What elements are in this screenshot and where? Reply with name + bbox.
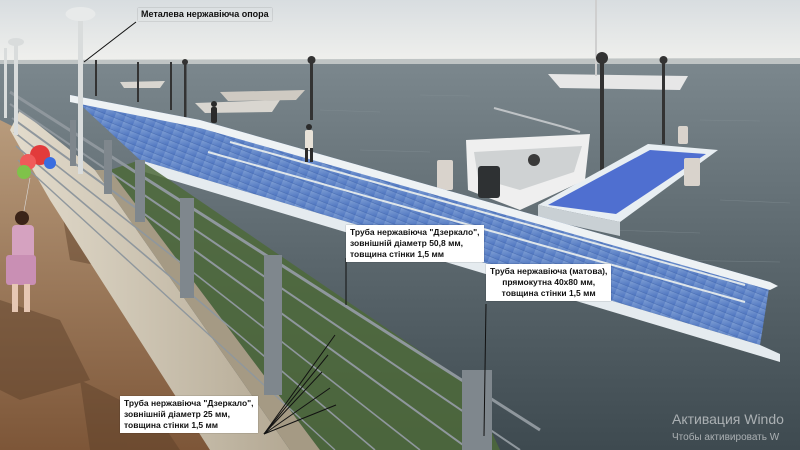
sky	[0, 0, 800, 65]
railing-posts	[70, 120, 492, 450]
child-with-balloons	[6, 145, 56, 312]
activation-watermark-title: Активация Windo	[672, 411, 784, 427]
callout-leader-lines	[83, 21, 487, 437]
mirror50-line3: товщина стінки 1,5 мм	[350, 249, 445, 259]
matte-pipe-callout: Труба нержавіюча (матова), прямокутна 40…	[486, 264, 612, 301]
matte-line3: товщина стінки 1,5 мм	[501, 288, 596, 298]
matte-line2: прямокутна 40х80 мм,	[502, 277, 596, 287]
support-callout-label: Металева нержавіюча опора	[138, 8, 272, 21]
mirror-pipe-50-callout: Труба нержавіюча "Дзеркало", зовнішній д…	[346, 225, 484, 262]
mirror25-line1: Труба нержавіюча "Дзеркало",	[124, 398, 254, 408]
matte-line1: Труба нержавіюча (матова),	[490, 266, 608, 276]
mirror25-line3: товщина стінки 1,5 мм	[124, 420, 219, 430]
mirror50-line1: Труба нержавіюча "Дзеркало",	[350, 227, 480, 237]
activation-watermark-subtitle: Чтобы активировать W	[672, 432, 780, 443]
deck-light-poles	[95, 52, 668, 228]
people-on-pier	[211, 101, 313, 162]
mirror50-line2: зовнішній діаметр 50,8 мм,	[350, 238, 464, 248]
motor-boat	[466, 107, 590, 210]
mirror25-line2: зовнішній діаметр 25 мм,	[124, 409, 230, 419]
support-label-text: Металева нержавіюча опора	[141, 9, 269, 19]
street-lamps	[4, 7, 96, 174]
mirror-pipe-25-callout: Труба нержавіюча "Дзеркало", зовнішній д…	[120, 396, 258, 433]
mooring-posts	[437, 126, 700, 190]
